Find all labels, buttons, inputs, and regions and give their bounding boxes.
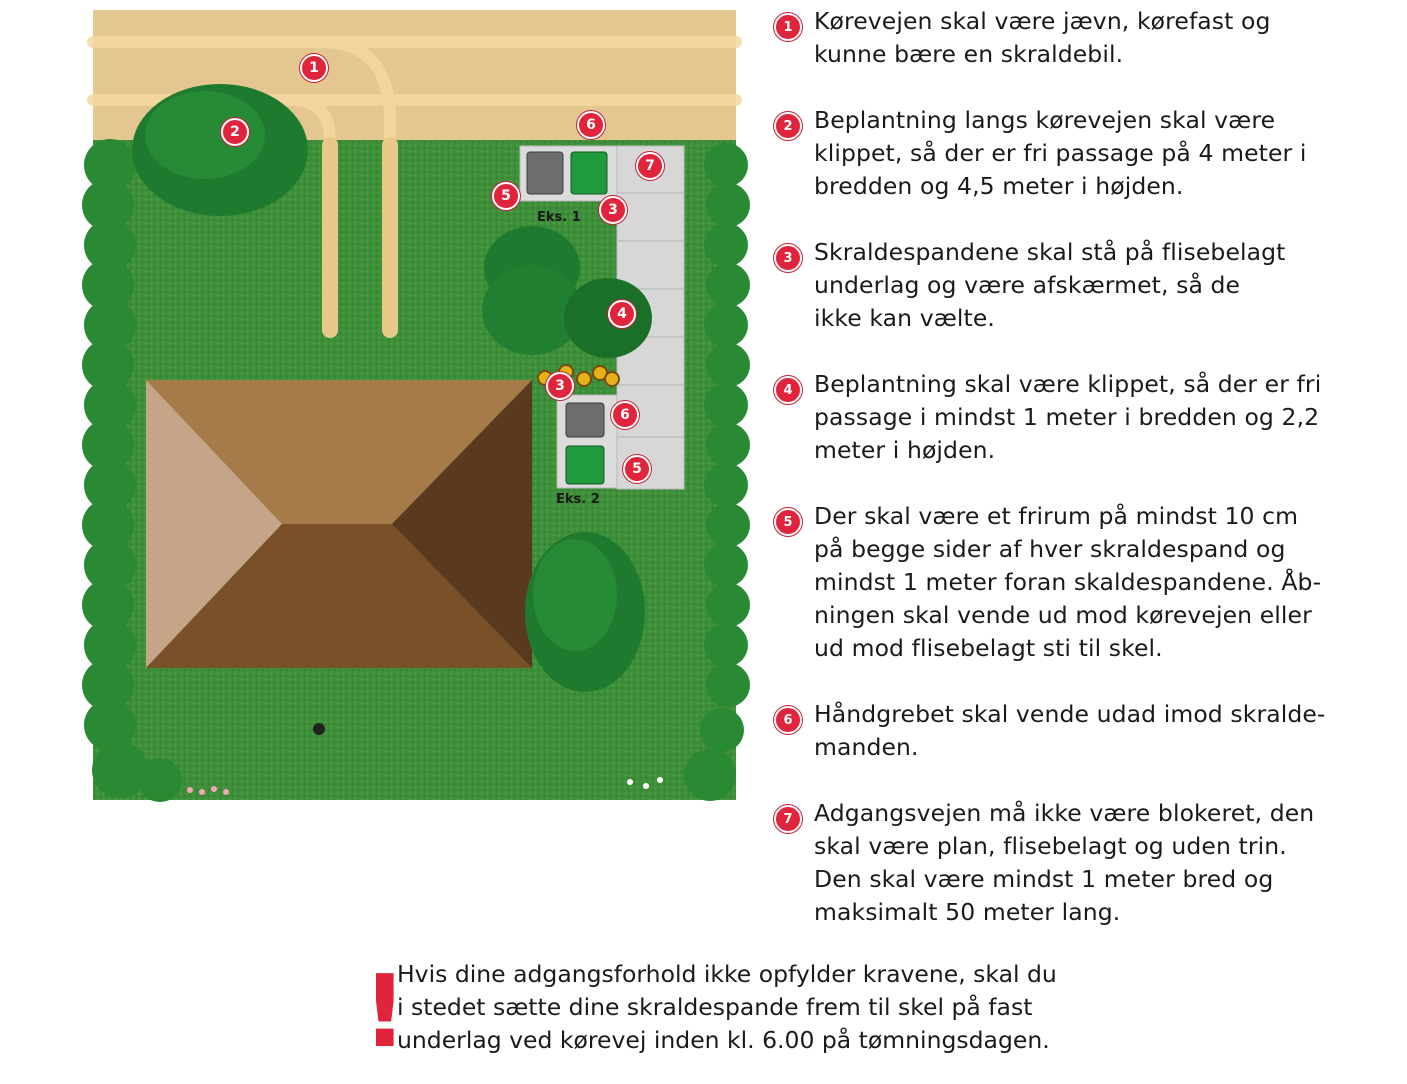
diagram-marker-4: 4 <box>608 300 636 328</box>
rule-text: Adgangsvejen må ikke være blokeret, den … <box>814 799 1315 926</box>
bins-example-1 <box>526 151 608 195</box>
hedge-left <box>82 139 182 802</box>
diagram-marker-2: 2 <box>221 118 249 146</box>
rule-number-badge: 2 <box>774 112 802 140</box>
notice-text: Hvis dine adgangsforhold ikke opfylder k… <box>397 960 1057 1054</box>
rule-number-badge: 4 <box>774 376 802 404</box>
diagram-marker-6: 6 <box>577 111 605 139</box>
rule-number-badge: 6 <box>774 706 802 734</box>
tree-by-road <box>132 84 308 216</box>
garden-plan-diagram: Eks. 1 Eks. 2 <box>82 10 750 802</box>
house-roof <box>146 380 532 668</box>
rule-number-badge: 3 <box>774 244 802 272</box>
diagram-marker-5b: 5 <box>623 455 651 483</box>
rule-text: Beplantning langs kørevejen skal være kl… <box>814 106 1307 200</box>
rule-number-badge: 7 <box>774 805 802 833</box>
lawn-tire-tracks <box>322 137 398 338</box>
flowers-bottom <box>187 723 663 795</box>
road-tire-tracks <box>87 36 742 336</box>
diagram-marker-7: 7 <box>636 152 664 180</box>
notice-mark: ! <box>362 953 408 1070</box>
label-eks-2: Eks. 2 <box>556 492 600 507</box>
rule-number-badge: 5 <box>774 508 802 536</box>
rule-text: Skraldespandene skal stå på flisebelagt … <box>814 238 1286 332</box>
diagram-marker-3b: 3 <box>546 372 574 400</box>
diagram-marker-1: 1 <box>300 54 328 82</box>
rule-text: Kørevejen skal være jævn, kørefast og ku… <box>814 7 1271 68</box>
bins-example-2 <box>565 402 605 485</box>
diagram-marker-6b: 6 <box>611 401 639 429</box>
exclamation-icon: ! <box>362 962 408 1062</box>
diagram-marker-3: 3 <box>599 196 627 224</box>
rule-number-badge: 1 <box>774 13 802 41</box>
diagram-marker-5: 5 <box>492 182 520 210</box>
rule-text: Håndgrebet skal vende udad imod skralde-… <box>814 700 1326 761</box>
label-eks-1: Eks. 1 <box>537 210 581 225</box>
hedge-right <box>684 143 750 801</box>
rule-text: Der skal være et frirum på mindst 10 cm … <box>814 502 1322 662</box>
tree-lower-right <box>525 532 645 692</box>
rule-text: Beplantning skal være klippet, så der er… <box>814 370 1322 464</box>
